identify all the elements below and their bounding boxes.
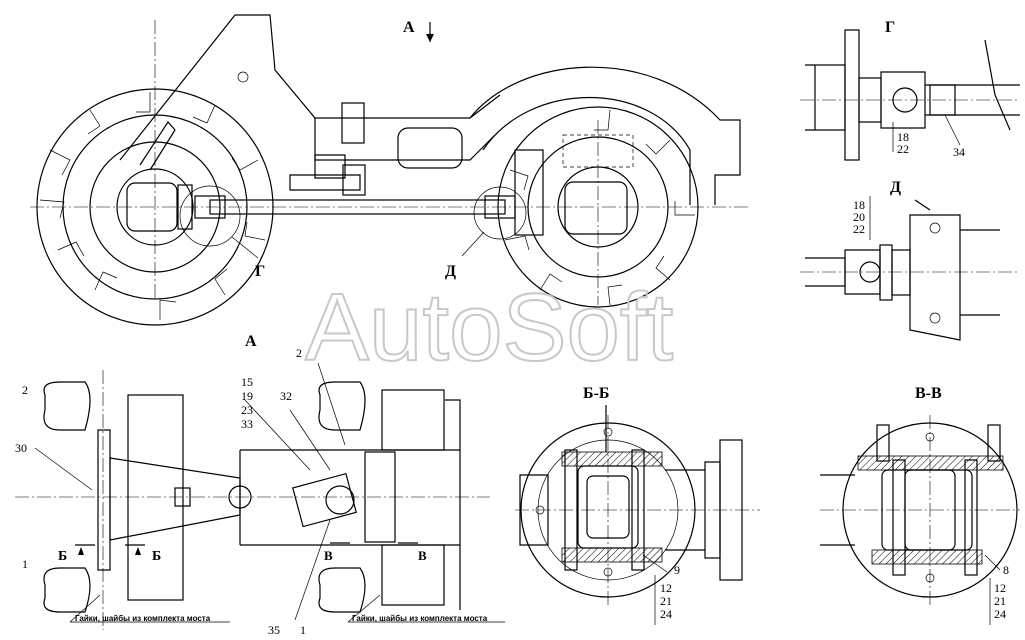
section-v-left-mark: В [324, 548, 333, 563]
callout-bb-21: 21 [660, 594, 672, 608]
callout-g-22: 22 [897, 142, 909, 156]
view-a-arrow-label: А [403, 19, 415, 36]
callout-bb-24: 24 [660, 607, 672, 621]
callout-d-18: 18 [853, 198, 865, 212]
callout-plan-23: 23 [241, 403, 253, 417]
detail-d-marker: Д [445, 263, 456, 280]
detail-d-title: Д [890, 179, 901, 196]
callout-bb-12: 12 [660, 581, 672, 595]
callout-vv-8: 8 [1003, 563, 1009, 577]
callout-d-22: 22 [853, 222, 865, 236]
section-vv-title: В-В [915, 385, 942, 402]
section-bb-title: Б-Б [583, 385, 609, 402]
side-view [30, 14, 750, 326]
callout-bb-9: 9 [674, 563, 680, 577]
callout-plan-15: 15 [241, 375, 253, 389]
note-right: Гайки, шайбы из комплекта моста [352, 614, 488, 623]
detail-g-marker: Г [255, 263, 265, 280]
section-bb [515, 405, 760, 625]
plan-view-title: А [245, 333, 257, 350]
section-vv [820, 415, 1020, 625]
callout-plan-2a: 2 [22, 383, 28, 397]
callout-plan-19: 19 [241, 389, 253, 403]
note-left: Гайки, шайбы из комплекта моста [75, 614, 211, 623]
section-b-right-mark: Б [152, 549, 161, 564]
detail-g-view [800, 29, 1020, 161]
callout-vv-21: 21 [994, 594, 1006, 608]
section-v-right-mark: В [418, 548, 427, 563]
callout-vv-24: 24 [994, 607, 1006, 621]
callout-vv-12: 12 [994, 581, 1006, 595]
callout-g-34: 34 [953, 145, 965, 159]
callout-plan-30: 30 [15, 441, 27, 455]
callout-plan-32: 32 [280, 389, 292, 403]
callout-plan-33: 33 [241, 417, 253, 431]
callout-plan-1b: 1 [300, 623, 306, 637]
callout-plan-35: 35 [268, 623, 280, 637]
detail-d-view [800, 196, 1020, 341]
watermark-text: AutoSoft [305, 274, 673, 381]
detail-g-title: Г [885, 19, 895, 36]
plan-view-a [15, 362, 505, 630]
callout-g-18: 18 [897, 130, 909, 144]
callout-plan-2b: 2 [296, 346, 302, 360]
callout-plan-1a: 1 [22, 557, 28, 571]
callout-d-20: 20 [853, 210, 865, 224]
section-b-left-mark: Б [58, 549, 67, 564]
